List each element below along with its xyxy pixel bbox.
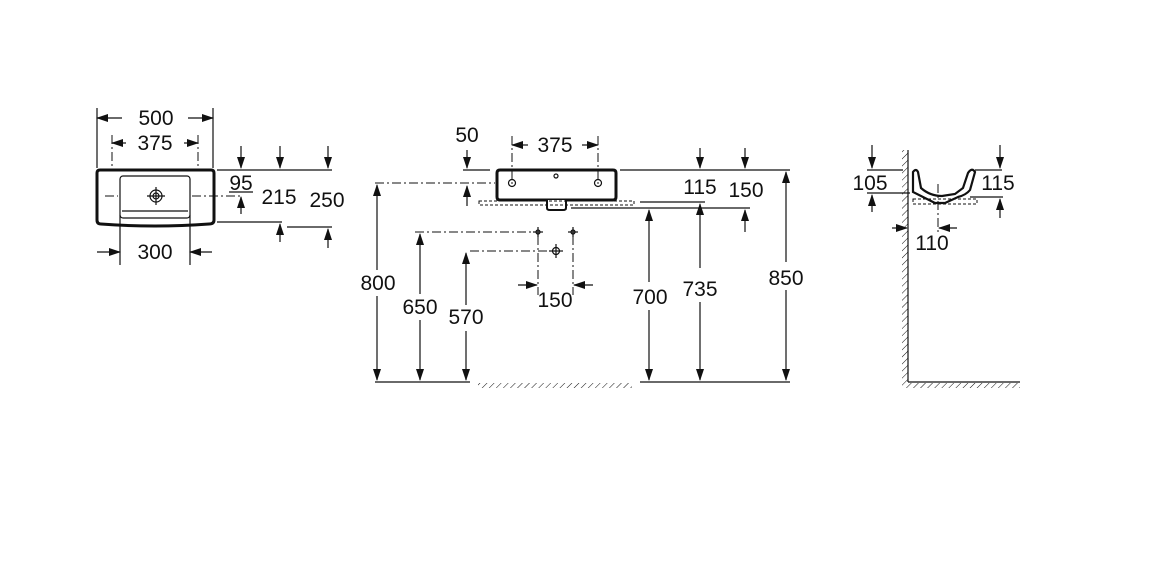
dim-drain-offset-110: 110 — [915, 232, 948, 255]
basin-side-profile — [911, 168, 977, 205]
side-view: 105 115 110 — [852, 145, 1020, 388]
dim-side-115: 115 — [981, 172, 1014, 195]
dim-holes-800: 800 — [360, 272, 395, 295]
dim-waste-570: 570 — [448, 306, 483, 329]
dim-counter-700: 700 — [632, 286, 667, 309]
basin-front-outline — [495, 168, 618, 202]
top-view: 500 375 300 95 215 250 — [95, 107, 345, 265]
dim-basin-300: 300 — [137, 241, 172, 264]
bowl-outline — [119, 175, 191, 219]
dim-offset-50: 50 — [455, 124, 478, 147]
dim-150: 150 — [728, 179, 763, 202]
floor-hatch-side — [908, 383, 1020, 388]
dim-depth-215: 215 — [261, 186, 296, 209]
dim-depth-250: 250 — [309, 189, 344, 212]
countertop-side — [912, 198, 978, 205]
dim-supply-spacing-150: 150 — [537, 289, 572, 312]
dim-supply-650: 650 — [402, 296, 437, 319]
dim-115: 115 — [683, 176, 716, 199]
dim-rim-850: 850 — [768, 267, 803, 290]
dim-width-500: 500 — [138, 107, 173, 130]
dim-side-105: 105 — [852, 172, 887, 195]
countertop — [478, 200, 635, 206]
wall-hatch — [902, 150, 908, 388]
floor-hatch — [478, 383, 632, 388]
dim-counter-735: 735 — [682, 278, 717, 301]
dim-drain-95: 95 — [229, 172, 252, 195]
dim-front-hole-spacing-375: 375 — [537, 134, 572, 157]
dim-hole-spacing-375: 375 — [137, 132, 172, 155]
front-view: 375 50 115 150 800 650 570 700 735 850 — [360, 124, 804, 388]
